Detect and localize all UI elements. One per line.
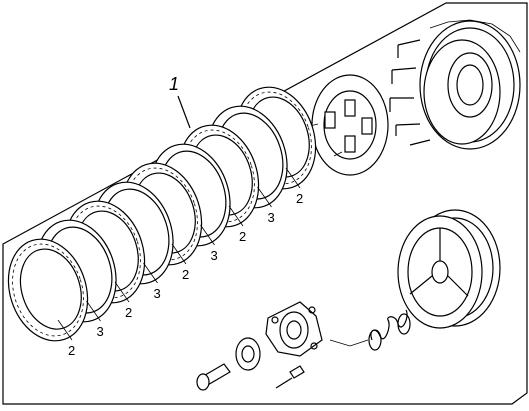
callout-leader bbox=[57, 319, 73, 341]
callout-steel-plate: 3 bbox=[97, 324, 104, 339]
callout-steel-plate: 3 bbox=[268, 210, 275, 225]
bearing bbox=[235, 337, 261, 371]
callout-leader bbox=[86, 300, 101, 322]
assembly-leader bbox=[177, 95, 191, 129]
callout-friction-plate: 2 bbox=[68, 343, 75, 358]
clutch-plate-stack bbox=[7, 86, 317, 342]
lifter-plate bbox=[265, 301, 323, 357]
callout-friction-plate: 2 bbox=[125, 305, 132, 320]
callout-leader bbox=[285, 167, 301, 189]
plate-callouts: 2 3 2 3 2 3 2 3 2 bbox=[57, 167, 303, 358]
clutch-housing bbox=[389, 19, 521, 150]
callout-friction-plate: 2 bbox=[182, 267, 189, 282]
clutch-hub bbox=[397, 209, 501, 329]
callout-leader bbox=[143, 262, 158, 284]
callout-steel-plate: 3 bbox=[154, 286, 161, 301]
diagram-border bbox=[2, 2, 528, 405]
clutch-spring bbox=[329, 309, 411, 351]
callout-steel-plate: 3 bbox=[211, 248, 218, 263]
callout-leader bbox=[114, 281, 130, 303]
callout-leader bbox=[257, 186, 272, 208]
callout-leader bbox=[200, 224, 215, 246]
bolt bbox=[275, 365, 305, 389]
pressure-plate bbox=[309, 74, 389, 176]
callout-friction-plate: 2 bbox=[296, 191, 303, 206]
callout-leader bbox=[171, 243, 187, 265]
callout-assembly: 1 bbox=[169, 74, 179, 94]
callout-friction-plate: 2 bbox=[239, 229, 246, 244]
push-rod bbox=[196, 363, 231, 391]
callout-leader bbox=[228, 205, 244, 227]
